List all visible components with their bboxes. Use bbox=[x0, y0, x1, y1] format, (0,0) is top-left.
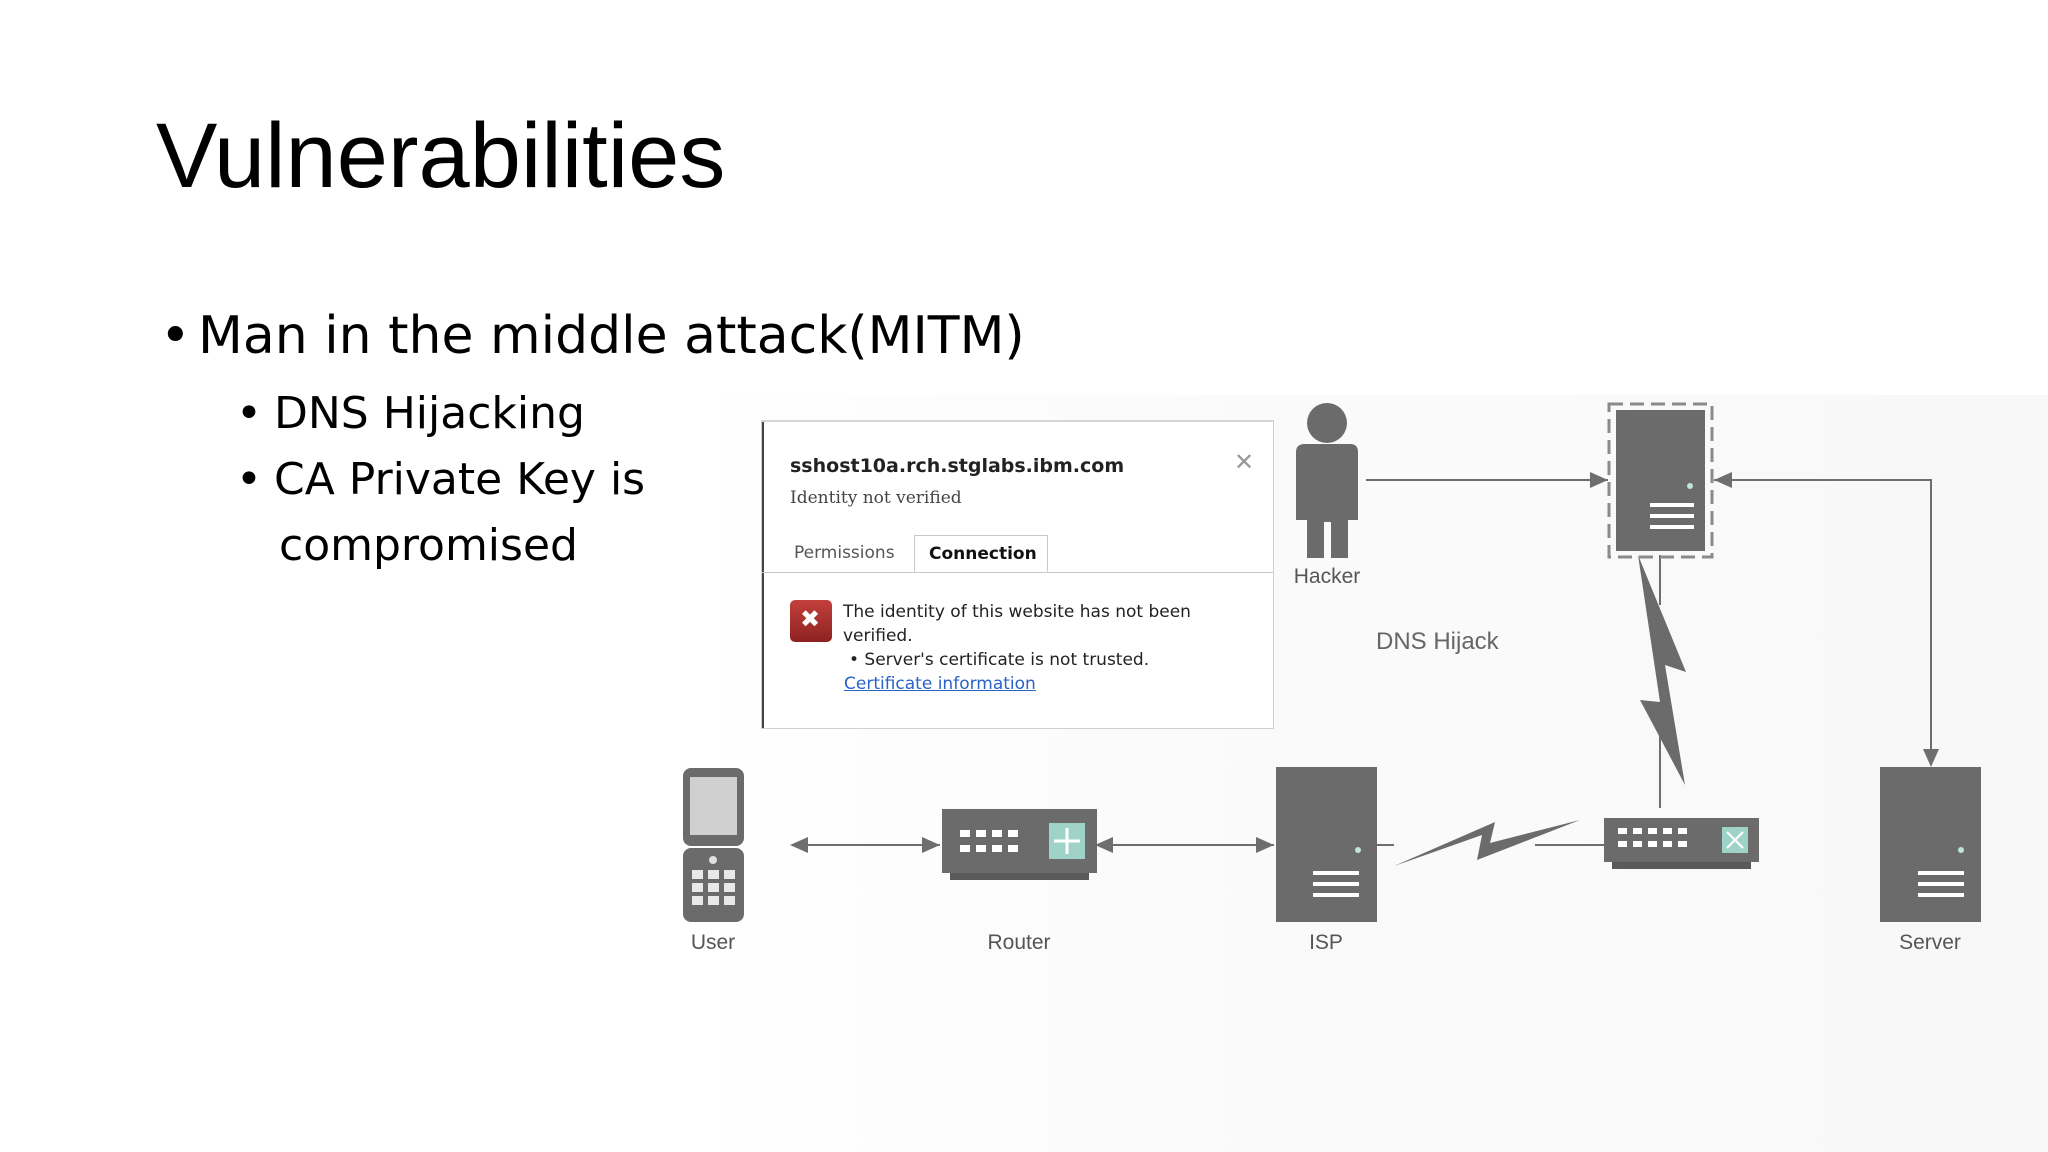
router-label: Router bbox=[987, 931, 1051, 954]
subbullet-dns-text: DNS Hijacking bbox=[274, 388, 585, 439]
tab-permissions[interactable]: Permissions bbox=[794, 543, 895, 563]
bullet-mitm: •Man in the middle attack(MITM) bbox=[160, 306, 1025, 366]
line-server-dns bbox=[1714, 472, 1939, 767]
certificate-error-icon: ✖ bbox=[790, 600, 832, 642]
user-phone-icon bbox=[683, 768, 744, 922]
subbullet-ca-cont: compromised bbox=[279, 520, 578, 571]
close-icon[interactable]: ✕ bbox=[1234, 448, 1255, 476]
certificate-information-link[interactable]: Certificate information bbox=[844, 674, 1036, 694]
isp-label: ISP bbox=[1309, 931, 1343, 954]
user-label: User bbox=[690, 931, 736, 954]
slide-title: Vulnerabilities bbox=[156, 105, 726, 207]
isp-server-icon bbox=[1276, 767, 1377, 922]
hacker-icon bbox=[1296, 403, 1358, 558]
lightning-dns-switch bbox=[1638, 555, 1686, 785]
identity-error-text: The identity of this website has not bee… bbox=[843, 602, 1191, 646]
popup-identity-status: Identity not verified bbox=[790, 488, 962, 508]
subbullet-ca: •CA Private Key is bbox=[236, 454, 646, 505]
subbullet-dns: •DNS Hijacking bbox=[236, 388, 585, 439]
router-icon bbox=[942, 809, 1097, 880]
site-identity-popup: sshost10a.rch.stglabs.ibm.com Identity n… bbox=[761, 420, 1274, 729]
dns-hijack-label: DNS Hijack bbox=[1376, 628, 1499, 655]
dns-server-icon bbox=[1607, 402, 1714, 559]
connection-lines bbox=[790, 472, 1939, 853]
bullet-mitm-text: Man in the middle attack(MITM) bbox=[198, 306, 1025, 366]
identity-error-message: The identity of this website has not bee… bbox=[843, 600, 1263, 672]
subbullet-ca-text: CA Private Key is bbox=[274, 454, 646, 505]
popup-hostname: sshost10a.rch.stglabs.ibm.com bbox=[790, 455, 1125, 477]
destination-server-icon bbox=[1880, 767, 1981, 922]
tab-connection[interactable]: Connection bbox=[914, 535, 1048, 572]
certificate-untrusted-text: • Server's certificate is not trusted. bbox=[849, 650, 1150, 670]
server-label: Server bbox=[1899, 931, 1961, 954]
lightning-isp-switch bbox=[1394, 820, 1580, 866]
switch-icon bbox=[1604, 818, 1759, 869]
tab-divider bbox=[762, 572, 1273, 573]
hacker-label: Hacker bbox=[1293, 565, 1361, 588]
